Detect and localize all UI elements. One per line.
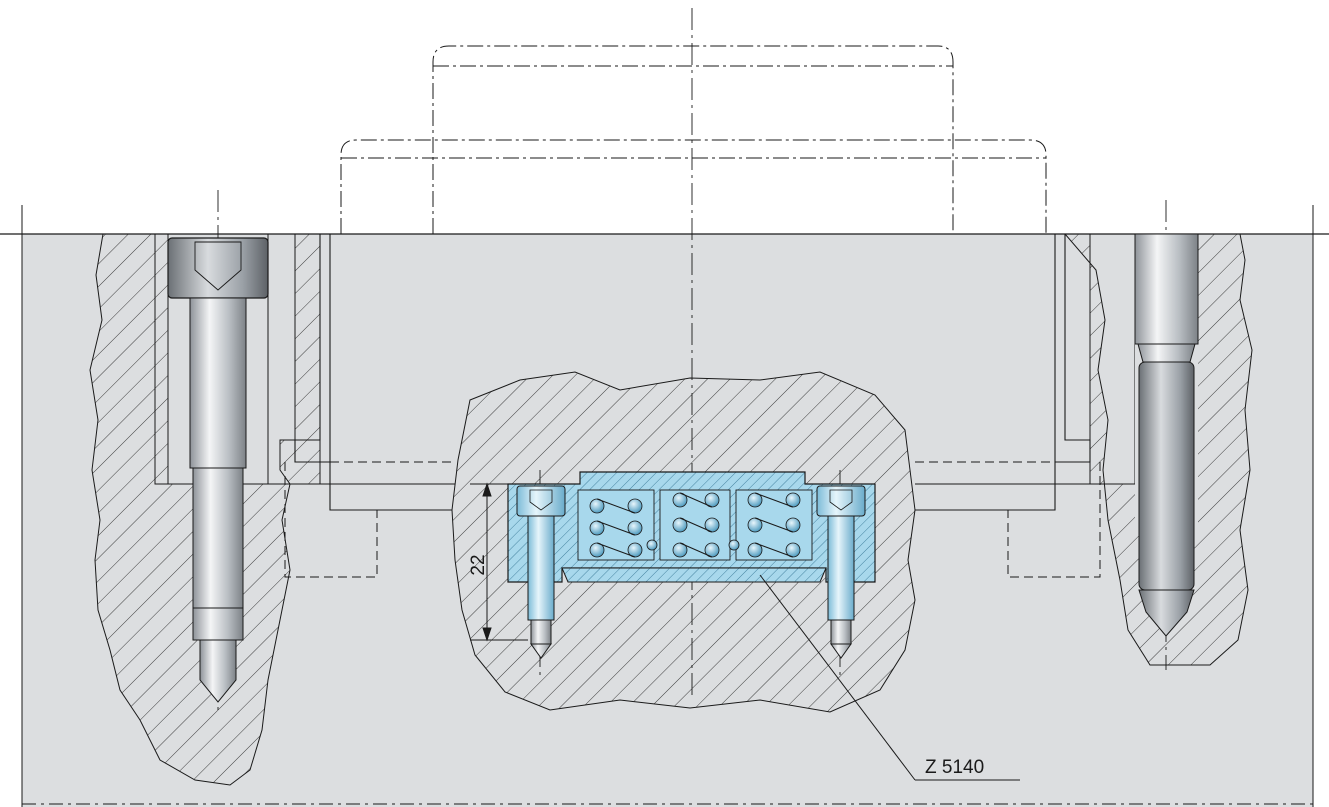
right-blue-screw	[816, 485, 866, 659]
right-hidden-pocket	[915, 461, 1101, 578]
part-leader	[759, 574, 1020, 781]
part-number-label: Z 5140	[925, 757, 984, 778]
spring-clamp-element	[507, 471, 876, 659]
dimension-label-depth: 22	[468, 554, 489, 575]
left-hidden-pocket	[284, 461, 455, 578]
right-recess-outline	[915, 234, 1091, 511]
left-recess-outline	[294, 234, 455, 511]
right-dowel-pin	[1134, 233, 1199, 637]
phantom-workpiece	[340, 45, 1047, 234]
depth-dimension	[470, 482, 528, 642]
left-cutaway-section	[89, 233, 321, 786]
left-blue-screw	[516, 485, 566, 659]
compression-springs	[589, 492, 801, 558]
left-cap-screw	[167, 237, 269, 703]
